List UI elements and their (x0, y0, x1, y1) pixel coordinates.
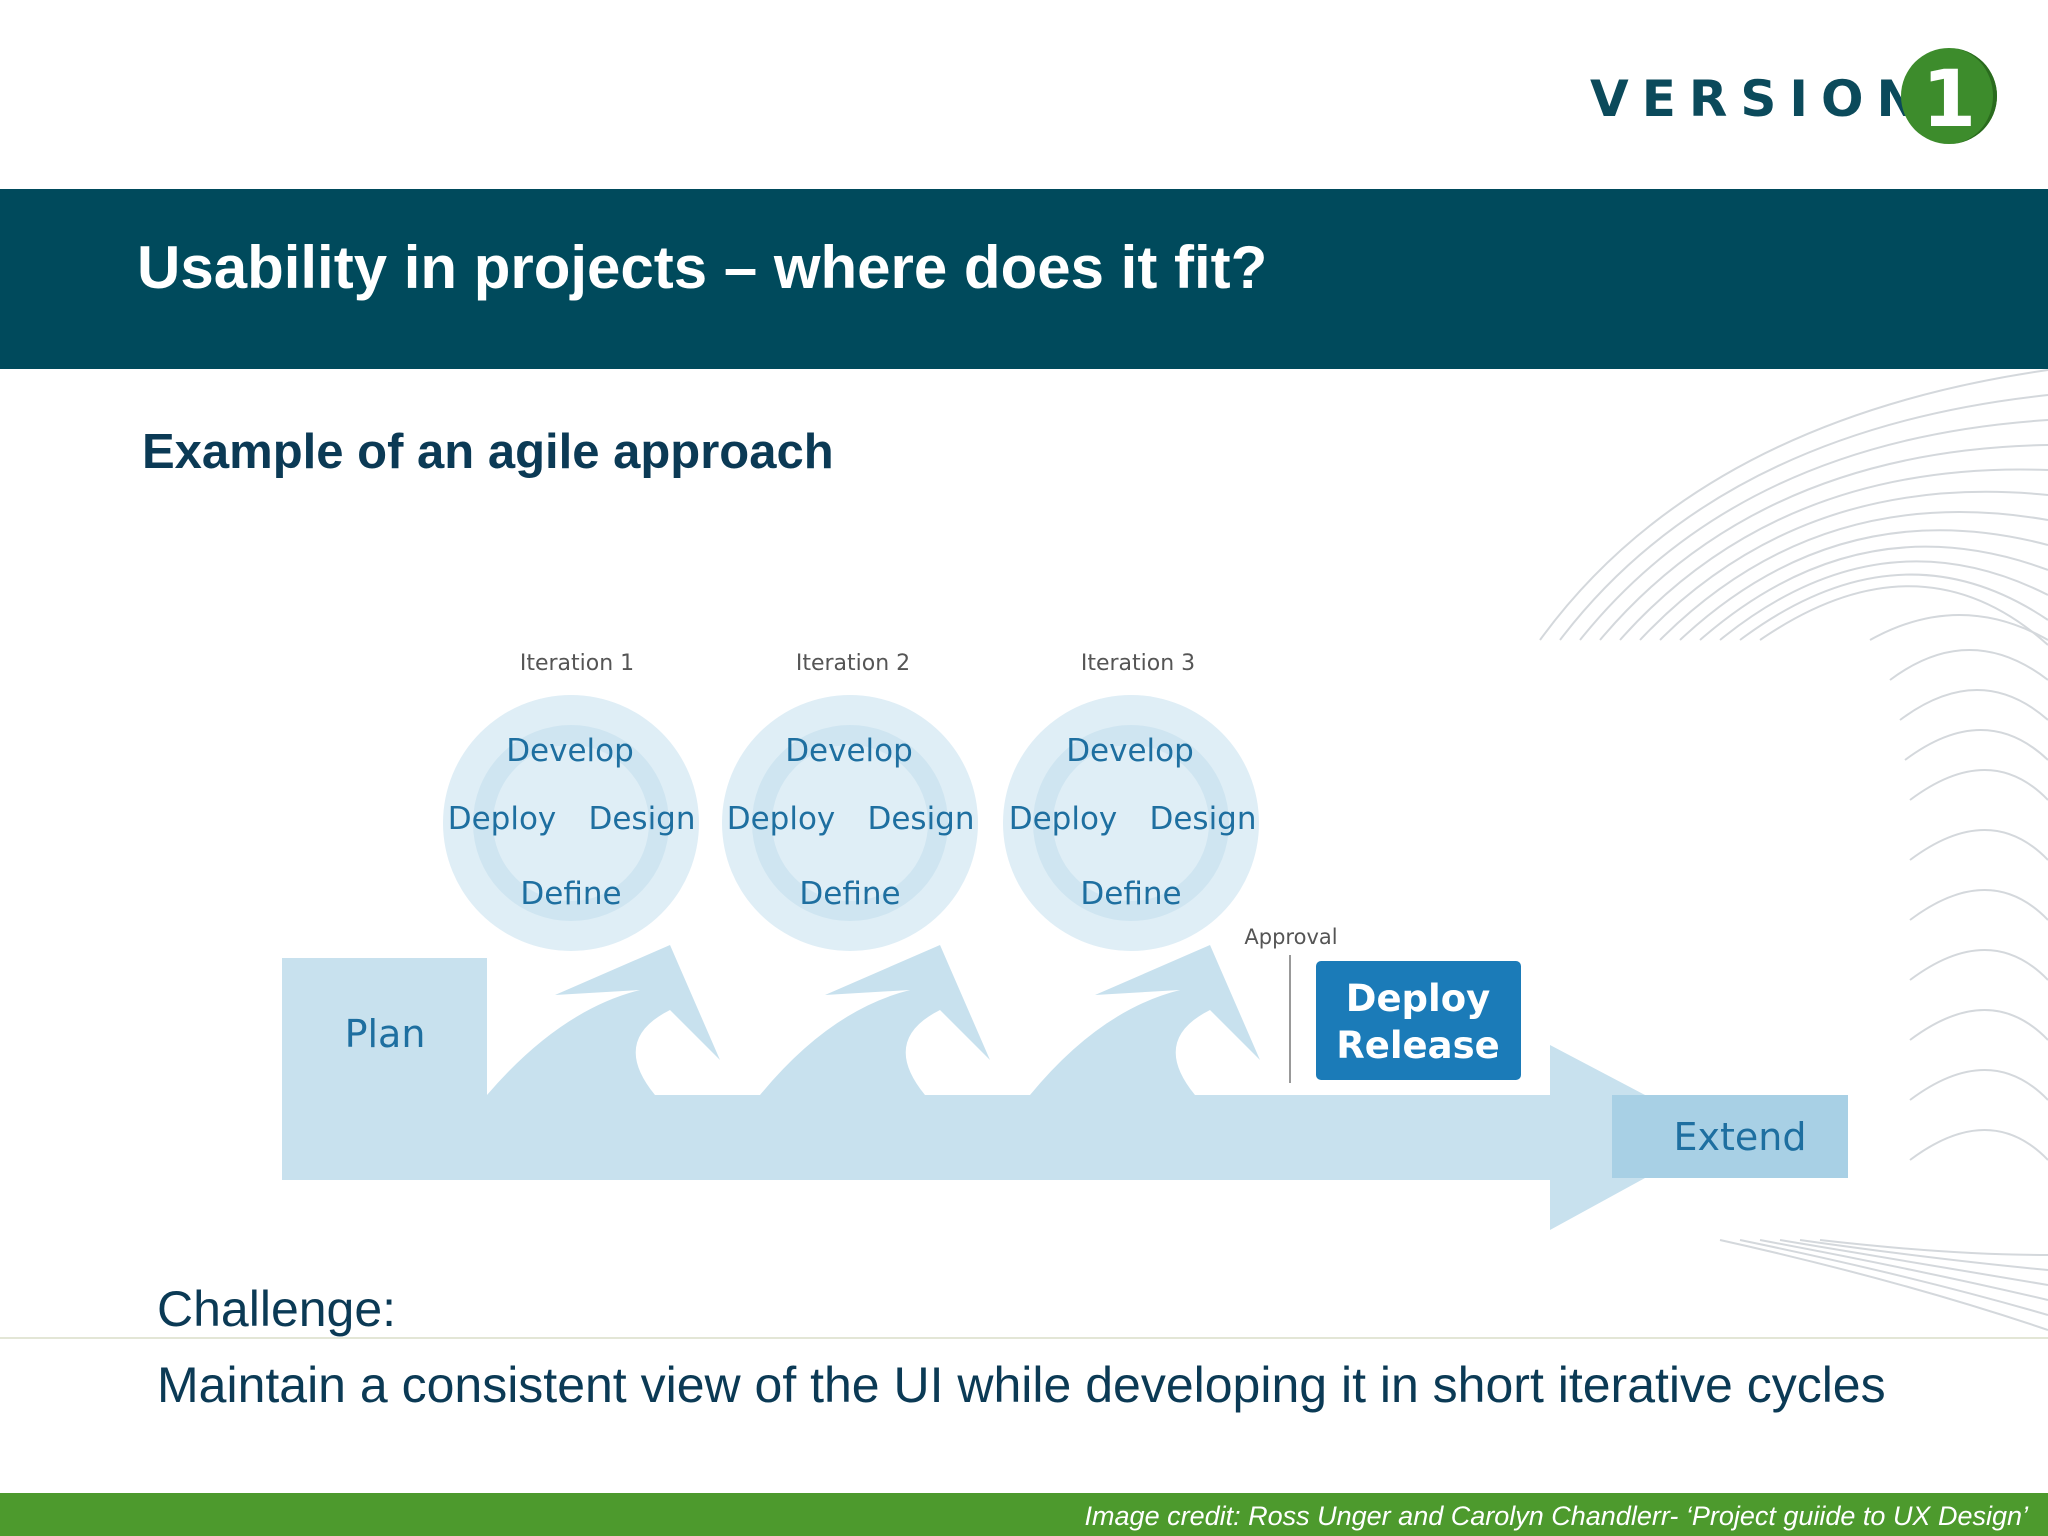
extend-label: Extend (1674, 1115, 1807, 1159)
iteration-circle-1 (443, 695, 699, 951)
iteration-2-define: Define (799, 876, 900, 912)
iteration-label-1: Iteration 1 (520, 651, 634, 676)
extend-block (1612, 1095, 1848, 1178)
challenge-label: Challenge: (157, 1281, 397, 1337)
iteration-circle-3 (1003, 695, 1259, 951)
version1-logo: VERSION 1 (1590, 46, 2000, 146)
iteration-3-design: Design (1149, 801, 1256, 837)
iteration-3-define: Define (1080, 876, 1181, 912)
title-band: Usability in projects – where does it fi… (0, 189, 2048, 369)
plan-label: Plan (345, 1012, 426, 1056)
iteration-1-deploy: Deploy (448, 801, 557, 837)
iteration-3-deploy: Deploy (1009, 801, 1118, 837)
divider (0, 1337, 2048, 1339)
iteration-2-develop: Develop (785, 733, 913, 769)
deploy-release-line-1: Deploy (1346, 977, 1491, 1020)
iteration-1-design: Design (588, 801, 695, 837)
slide-subtitle: Example of an agile approach (142, 425, 834, 479)
iteration-arrow-1 (487, 945, 720, 1095)
iteration-arrow-3 (1030, 945, 1260, 1095)
approval-label: Approval (1244, 925, 1337, 949)
footer-bar (0, 1493, 2048, 1536)
iteration-1-develop: Develop (506, 733, 634, 769)
iteration-label-2: Iteration 2 (796, 651, 910, 676)
iteration-circle-2 (722, 695, 978, 951)
deploy-release-line-2: Release (1336, 1024, 1499, 1067)
iteration-arrow-2 (760, 945, 990, 1095)
logo-mark-icon: 1 (1901, 48, 1997, 145)
slide-title: Usability in projects – where does it fi… (137, 234, 1268, 301)
iteration-2-design: Design (867, 801, 974, 837)
image-credit: Image credit: Ross Unger and Carolyn Cha… (1084, 1501, 2028, 1531)
logo-mark-digit: 1 (1922, 55, 1976, 145)
iteration-1-define: Define (520, 876, 621, 912)
challenge-text: Maintain a consistent view of the UI whi… (157, 1357, 1886, 1413)
iteration-3-develop: Develop (1066, 733, 1194, 769)
iteration-2-deploy: Deploy (727, 801, 836, 837)
flow-band (282, 958, 1848, 1230)
deploy-release-box (1316, 961, 1521, 1080)
logo-text: VERSION (1590, 70, 1932, 128)
iteration-label-3: Iteration 3 (1081, 651, 1195, 676)
